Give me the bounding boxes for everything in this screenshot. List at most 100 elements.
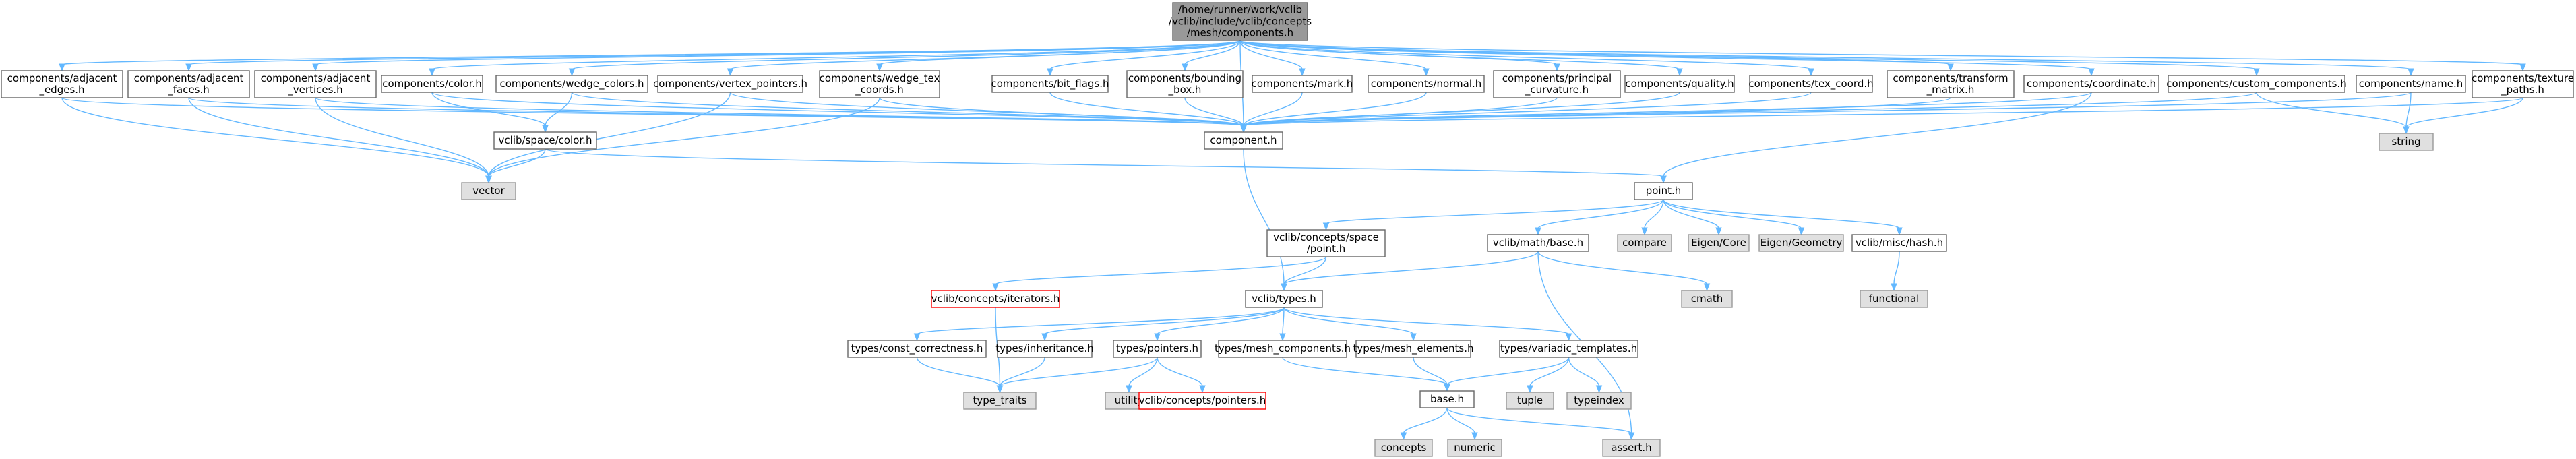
node-box: [1566, 392, 1632, 410]
node-adj-faces[interactable]: components/adjacent_faces.h: [127, 70, 250, 98]
edge-misc_hash-to-functional: [1891, 251, 1900, 292]
edge-root-to-mark: [1239, 40, 1306, 77]
node-box: [127, 70, 250, 98]
node-name[interactable]: components/name.h: [2356, 75, 2466, 93]
node-label: components/wedge_tex: [820, 72, 940, 85]
edge-types-to-const_correctness: [913, 307, 1285, 342]
node-const-correctness[interactable]: types/const_correctness.h: [847, 340, 987, 358]
node-texture-paths[interactable]: components/texture_paths.h: [2472, 70, 2574, 98]
node-pointers[interactable]: types/pointers.h: [1113, 340, 1202, 358]
node-box: [1688, 234, 1750, 252]
edge-color-to-component: [431, 92, 1247, 133]
node-math-base[interactable]: vclib/math/base.h: [1487, 234, 1589, 252]
node-label: vclib/types.h: [1252, 293, 1316, 305]
edge-pointers-to-concepts_pointers: [1157, 357, 1206, 394]
node-label: cmath: [1691, 293, 1723, 305]
edge-texture_paths-to-component: [1240, 97, 2523, 133]
node-box: [1851, 234, 1947, 252]
edge-concepts_space_point-to-types: [1281, 256, 1327, 292]
edge-root-to-tex_coord: [1239, 40, 1814, 77]
node-quality[interactable]: components/quality.h: [1624, 75, 1735, 93]
edge-point-to-concepts_space_point: [1322, 199, 1664, 231]
node-compare: compare: [1617, 234, 1672, 252]
node-concepts-space-point[interactable]: vclib/concepts/space/point.h: [1266, 229, 1386, 257]
node-adj-vertices[interactable]: components/adjacent_vertices.h: [254, 70, 377, 98]
edge-inheritance-to-type_traits: [996, 357, 1045, 394]
edge-root-to-coordinate: [1239, 40, 2095, 77]
edge-mark-to-component: [1240, 92, 1303, 133]
node-label: /mesh/components.h: [1187, 27, 1293, 39]
node-box: [1126, 70, 1244, 98]
edge-bit_flags-to-component: [1049, 92, 1247, 133]
node-box: [819, 70, 940, 98]
node-box: [1266, 229, 1386, 257]
node-box: [997, 340, 1093, 358]
node-mesh-elements[interactable]: types/mesh_elements.h: [1353, 340, 1474, 358]
edge-point-to-misc_hash: [1663, 199, 1903, 236]
node-label: vclib/space/color.h: [499, 134, 592, 146]
node-base[interactable]: base.h: [1419, 390, 1475, 408]
node-point[interactable]: point.h: [1634, 182, 1693, 200]
node-label: components/vertex_pointers.h: [653, 78, 807, 90]
node-transform[interactable]: components/transform_matrix.h: [1887, 70, 2015, 98]
node-label: utility: [1115, 394, 1144, 406]
edge-root-to-name: [1239, 40, 2414, 77]
node-mesh-components[interactable]: types/mesh_components.h: [1215, 340, 1351, 358]
node-box: [1113, 340, 1202, 358]
edge-texture_paths-to-string: [2403, 97, 2523, 135]
node-color[interactable]: components/color.h: [381, 75, 483, 93]
node-label: compare: [1622, 237, 1667, 249]
node-normal[interactable]: components/normal.h: [1368, 75, 1485, 93]
node-space-color[interactable]: vclib/space/color.h: [493, 131, 597, 150]
node-root[interactable]: /home/runner/work/vclib/vclib/include/vc…: [1169, 2, 1312, 41]
edge-wedge_tex-to-component: [879, 97, 1247, 133]
node-bit-flags[interactable]: components/bit_flags.h: [991, 75, 1109, 93]
node-variadic[interactable]: types/variadic_templates.h: [1499, 340, 1638, 358]
node-label: components/color.h: [382, 78, 482, 90]
node-misc-hash[interactable]: vclib/misc/hash.h: [1851, 234, 1947, 252]
edge-root-to-normal: [1239, 40, 1430, 77]
node-vertex-pointers[interactable]: components/vertex_pointers.h: [653, 75, 807, 93]
node-adj-edges[interactable]: components/adjacent_edges.h: [1, 70, 123, 98]
node-label: components/normal.h: [1371, 78, 1482, 90]
edge-types-to-pointers: [1154, 307, 1285, 342]
node-custom[interactable]: components/custom_components.h: [2166, 75, 2347, 93]
edge-types-to-mesh_elements: [1283, 307, 1417, 342]
edge-mesh_components-to-base: [1282, 357, 1450, 392]
node-tex-coord[interactable]: components/tex_coord.h: [1748, 75, 1874, 93]
node-box: [495, 75, 648, 93]
node-wedge-tex[interactable]: components/wedge_tex_coords.h: [819, 70, 940, 98]
node-inheritance[interactable]: types/inheritance.h: [995, 340, 1094, 358]
edge-adj_faces-to-vector: [188, 97, 492, 184]
node-label: components/custom_components.h: [2166, 78, 2346, 90]
node-label: Eigen/Core: [1691, 237, 1746, 249]
node-label: components/tex_coord.h: [1748, 78, 1873, 90]
node-eigen-core: Eigen/Core: [1688, 234, 1750, 252]
edge-name-to-component: [1240, 92, 2412, 133]
edge-math_base-to-cmath: [1537, 251, 1711, 292]
node-label: types/pointers.h: [1116, 342, 1198, 355]
node-box: [1138, 392, 1266, 410]
node-label: types/mesh_components.h: [1215, 342, 1351, 355]
node-box: [1, 70, 123, 98]
edge-root-to-bounding_box: [1182, 40, 1241, 72]
node-types[interactable]: vclib/types.h: [1245, 290, 1323, 308]
edge-root-to-quality: [1239, 40, 1683, 77]
node-bounding-box[interactable]: components/bounding_box.h: [1126, 70, 1244, 98]
edge-types-to-variadic: [1283, 307, 1572, 342]
node-component[interactable]: component.h: [1204, 131, 1283, 150]
node-label: type_traits: [973, 394, 1026, 407]
node-label: types/inheritance.h: [995, 342, 1093, 355]
node-coordinate[interactable]: components/coordinate.h: [2023, 75, 2159, 93]
node-box: [1749, 75, 1873, 93]
node-mark[interactable]: components/mark.h: [1252, 75, 1353, 93]
node-iterators[interactable]: vclib/concepts/iterators.h: [931, 290, 1060, 308]
node-principal[interactable]: components/principal_curvature.h: [1493, 70, 1621, 98]
edge-root-to-bit_flags: [1047, 40, 1241, 77]
node-wedge-colors[interactable]: components/wedge_colors.h: [495, 75, 648, 93]
node-box: [1634, 182, 1693, 200]
edge-root-to-wedge_tex: [876, 40, 1241, 72]
node-label: Eigen/Geometry: [1760, 237, 1843, 249]
node-label: numeric: [1454, 441, 1495, 454]
node-concepts-pointers[interactable]: vclib/concepts/pointers.h: [1138, 392, 1266, 410]
